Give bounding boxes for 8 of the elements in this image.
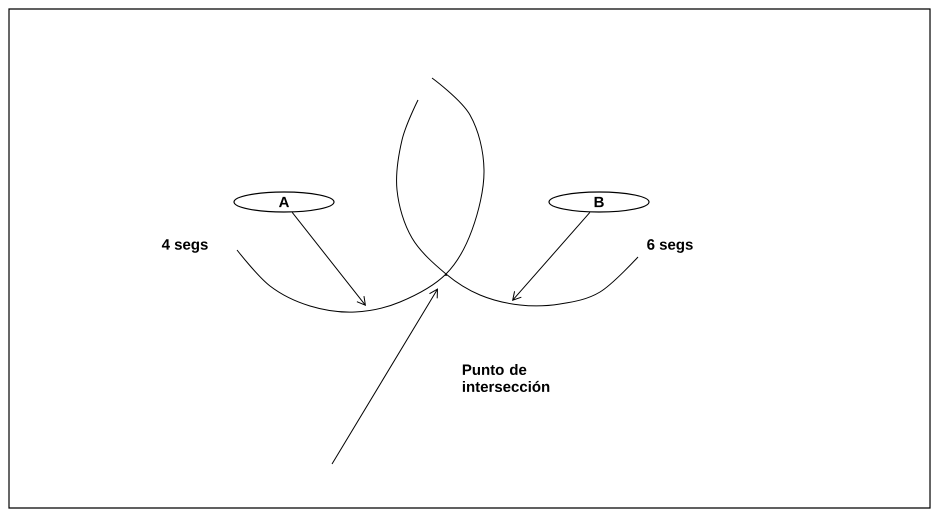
arrow: [292, 212, 366, 306]
text-label: 6 segs: [647, 239, 693, 253]
arrow: [332, 288, 438, 464]
ellipse-node: B: [548, 191, 650, 213]
arrow: [512, 212, 590, 301]
ellipse-node: A: [233, 191, 335, 213]
text-label: Punto de intersección: [462, 364, 550, 392]
text-label: 4 segs: [162, 239, 208, 253]
